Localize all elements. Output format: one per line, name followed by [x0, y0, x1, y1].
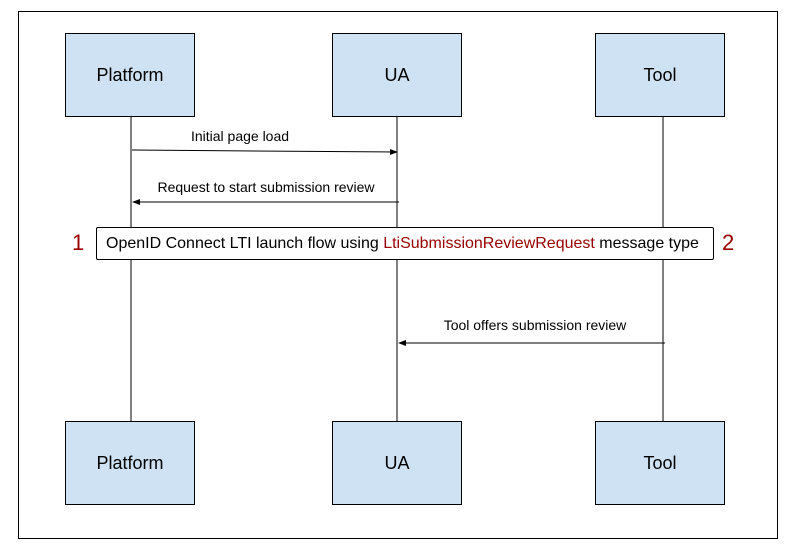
message-label-initial-page-load: Initial page load — [190, 128, 290, 144]
note-highlight-message-type: LtiSubmissionReviewRequest — [383, 234, 595, 252]
marker-right: 2 — [722, 230, 735, 255]
actor-platform-bottom: Platform — [65, 421, 195, 505]
arrowhead-initial-page-load — [390, 149, 398, 155]
actor-tool-top: Tool — [595, 33, 725, 117]
actor-tool-bottom: Tool — [595, 421, 725, 505]
actor-ua-bottom: UA — [332, 421, 462, 505]
arrowhead-tool-offers — [398, 340, 406, 346]
message-label-request-review: Request to start submission review — [157, 179, 375, 195]
arrowhead-request-review — [132, 199, 140, 205]
actor-ua-top: UA — [332, 33, 462, 117]
message-label-tool-offers: Tool offers submission review — [443, 317, 627, 333]
actor-platform-top: Platform — [65, 33, 195, 117]
diagram-border — [18, 11, 778, 539]
launch-flow-note: OpenID Connect LTI launch flow using Lti… — [96, 227, 714, 260]
note-text-after: message type — [594, 234, 699, 252]
marker-left: 1 — [72, 230, 85, 255]
note-text-before: OpenID Connect LTI launch flow using — [106, 234, 384, 252]
arrow-initial-page-load — [131, 149, 393, 153]
